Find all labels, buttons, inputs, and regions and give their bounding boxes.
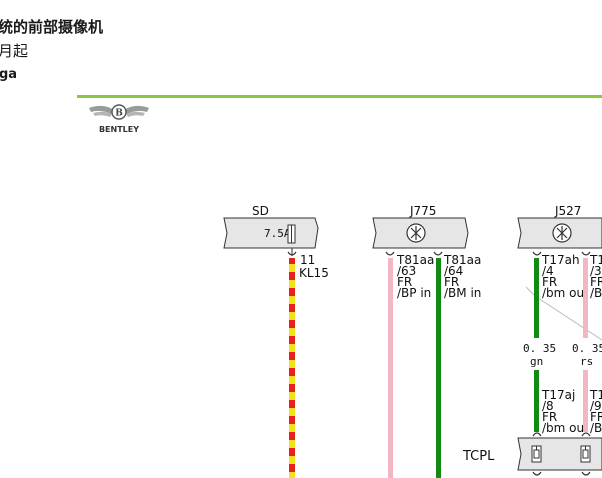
pin-icon [433, 251, 443, 256]
tcpl-label: TCPL [462, 449, 495, 464]
tcpl-pin-a-fr: FR [542, 410, 557, 424]
j527-pin-a-conn: T17ah [541, 253, 580, 267]
model-name: ga [0, 67, 18, 82]
tcpl-box: TCPL [462, 432, 602, 476]
j527-pin-b-num: /3 [590, 264, 602, 278]
j775-pin-a-conn: T81aa [396, 253, 434, 267]
wire-bp [388, 258, 393, 478]
pin-icon [385, 251, 395, 256]
tcpl-pin-b-num: /9 [590, 399, 602, 413]
svg-text:BENTLEY: BENTLEY [99, 125, 139, 134]
wire-bm [436, 258, 441, 478]
fuse-value: 7.5A [264, 227, 291, 240]
wire-rs-color: rs [580, 355, 593, 368]
wire-rs-size: 0. 35 [572, 342, 602, 355]
j527-pin-b-sig: /B [590, 286, 602, 300]
wire-rs-upper [583, 258, 588, 338]
page-title: 统的前部摄像机 [0, 18, 104, 36]
j775-label: J775 [409, 204, 436, 218]
j775-pin-a-fr: FR [397, 275, 412, 289]
sd-pin-sig: KL15 [299, 266, 329, 280]
j775-pin-b-sig: /BM in [444, 286, 481, 300]
j527-pin-a-num: /4 [542, 264, 554, 278]
pin-icon [581, 251, 591, 256]
wire-kl15 [289, 258, 295, 478]
sd-pin-num: 11 [300, 253, 315, 267]
sd-fuse-box: SD 7.5A [223, 204, 319, 256]
j527-pin-a-fr: FR [542, 275, 557, 289]
j775-pin-a-sig: /BP in [397, 286, 431, 300]
bentley-logo: B BENTLEY [89, 104, 149, 134]
tcpl-pin-a-num: /8 [542, 399, 554, 413]
tcpl-pin-a-sig: /bm ou [542, 421, 584, 435]
wire-gn-lower [534, 370, 539, 432]
page-date: 月起 [0, 42, 29, 60]
wire-rs-lower [583, 370, 588, 432]
j775-pin-b-fr: FR [444, 275, 459, 289]
svg-text:B: B [115, 109, 123, 119]
j527-label: J527 [554, 204, 581, 218]
tcpl-pin-b-fr: FR [590, 410, 602, 424]
tcpl-pin-b-conn: T1 [589, 388, 602, 402]
j527-box: J527 [517, 204, 602, 256]
j527-pin-a-sig: /bm ou [542, 286, 584, 300]
j775-pin-b-conn: T81aa [443, 253, 481, 267]
sd-label: SD [252, 204, 269, 218]
wire-gn-size: 0. 35 [523, 342, 556, 355]
pin-icon [532, 251, 542, 256]
j527-pin-b-fr: FR [590, 275, 602, 289]
j527-pin-b-conn: T1 [589, 253, 602, 267]
pin-icon [532, 432, 542, 437]
j775-box: J775 [372, 204, 469, 256]
j775-pin-a-num: /63 [397, 264, 416, 278]
tcpl-pin-b-sig: /B [590, 421, 602, 435]
wire-gn-color: gn [530, 355, 543, 368]
j775-pin-b-num: /64 [444, 264, 463, 278]
pin-icon [581, 432, 591, 437]
header-divider [77, 95, 602, 98]
tcpl-pin-a-conn: T17aj [541, 388, 575, 402]
wire-gn-upper [534, 258, 539, 338]
